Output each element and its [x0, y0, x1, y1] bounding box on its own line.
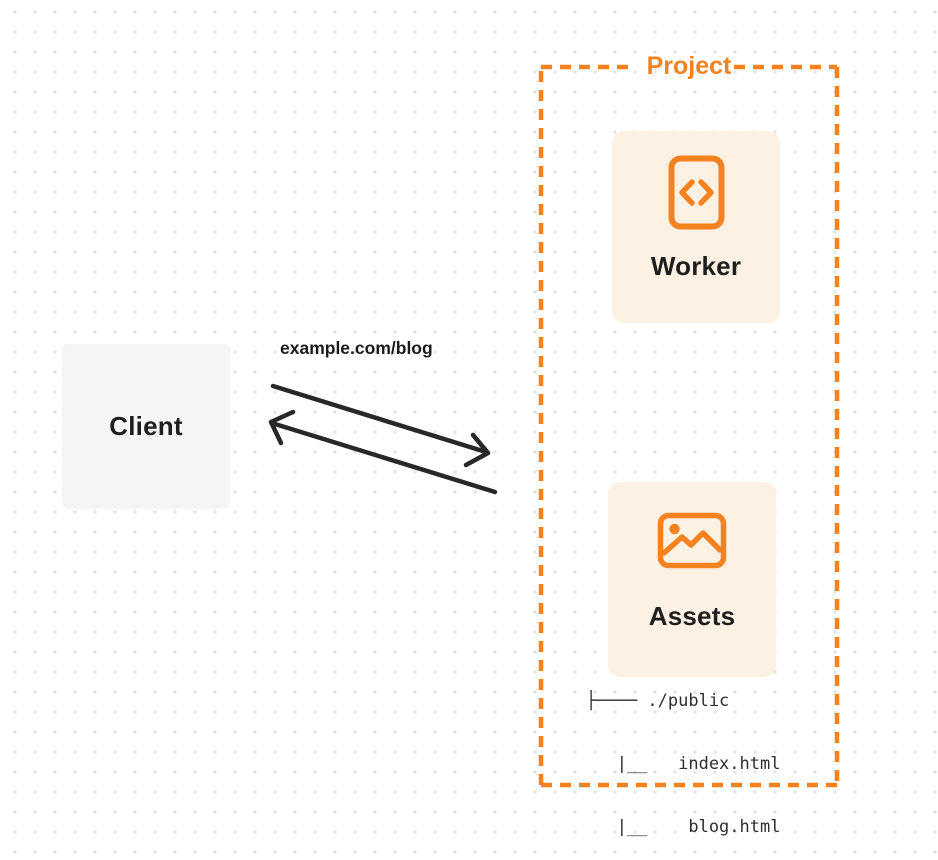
code-file-icon [668, 155, 724, 230]
assets-node: Assets [608, 482, 776, 677]
worker-label: Worker [650, 251, 742, 281]
request-arrow-shaft [270, 383, 489, 455]
tree-line-blog: |__ blog.html [586, 817, 781, 837]
client-label: Client [109, 411, 183, 441]
response-arrow [268, 409, 498, 495]
tree-line-public: ├──── ./public [586, 691, 730, 711]
response-arrow-shaft [272, 421, 498, 495]
image-icon [657, 512, 727, 569]
tree-line-index: |__ index.html [586, 754, 781, 774]
request-url-label: example.com/blog [280, 338, 433, 358]
worker-node: Worker [612, 131, 780, 323]
assets-file-tree: ├──── ./public |__ index.html |__ blog.h… [586, 649, 780, 860]
client-node: Client [62, 344, 230, 509]
request-arrowhead-icon [463, 432, 491, 468]
assets-label: Assets [648, 601, 736, 631]
project-label: Project [646, 52, 732, 80]
request-arrow [270, 383, 491, 468]
response-arrowhead-icon [268, 409, 296, 446]
